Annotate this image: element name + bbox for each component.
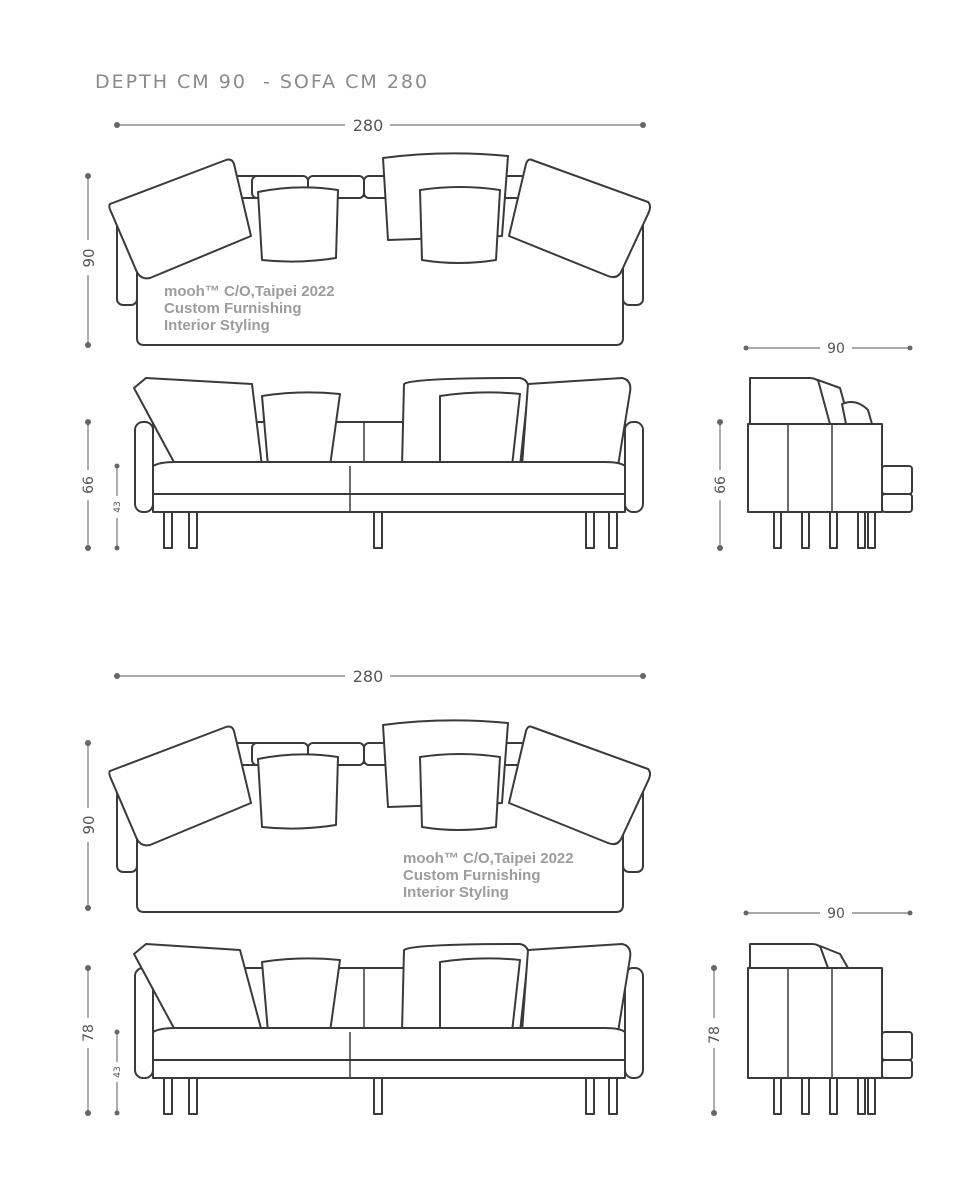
front-view-a bbox=[133, 377, 644, 549]
seat-height-dimension-b: 43 bbox=[113, 1029, 123, 1116]
watermark-line3-a: Interior Styling bbox=[164, 317, 270, 334]
plan-width-dimension-a: 280 bbox=[114, 116, 646, 135]
page-heading: DEPTH CM 90 - SOFA CM 280 bbox=[95, 71, 430, 93]
front-height-dimension-a: 66 bbox=[81, 419, 97, 551]
front-height-label-b: 78 bbox=[81, 1024, 97, 1042]
watermark-a: mooh™ C/O,Taipei 2022 Custom Furnishing … bbox=[164, 283, 335, 334]
plan-depth-dimension-b: 90 bbox=[80, 740, 98, 911]
side-depth-label-b: 90 bbox=[827, 906, 845, 922]
side-height-label-b: 78 bbox=[707, 1026, 723, 1044]
side-depth-dimension-b: 90 bbox=[743, 906, 913, 922]
seat-height-label-a: 43 bbox=[113, 501, 123, 512]
front-view-b bbox=[133, 943, 644, 1115]
watermark-line1-a: mooh™ C/O,Taipei 2022 bbox=[164, 283, 335, 300]
plan-width-label-b: 280 bbox=[353, 667, 384, 686]
plan-depth-label-a: 90 bbox=[80, 248, 98, 267]
plan-depth-dimension-a: 90 bbox=[80, 173, 98, 348]
front-height-dimension-b: 78 bbox=[81, 965, 97, 1116]
seat-height-label-b: 43 bbox=[113, 1066, 123, 1077]
side-height-dimension-a: 66 bbox=[713, 419, 729, 551]
side-height-label-a: 66 bbox=[713, 476, 729, 494]
side-depth-label-a: 90 bbox=[827, 341, 845, 357]
seat-height-dimension-a: 43 bbox=[113, 463, 123, 551]
watermark-line2-a: Custom Furnishing bbox=[164, 300, 302, 317]
variant-a: 280 90 mooh™ C/O,Taipei 2022 Custom Furn… bbox=[80, 116, 913, 551]
watermark-line2-b: Custom Furnishing bbox=[403, 867, 541, 884]
plan-depth-label-b: 90 bbox=[80, 815, 98, 834]
plan-width-dimension-b: 280 bbox=[114, 667, 646, 686]
watermark-line3-b: Interior Styling bbox=[403, 884, 509, 901]
front-height-label-a: 66 bbox=[81, 476, 97, 494]
watermark-b: mooh™ C/O,Taipei 2022 Custom Furnishing … bbox=[403, 850, 574, 901]
side-view-b bbox=[747, 943, 913, 1115]
watermark-line1-b: mooh™ C/O,Taipei 2022 bbox=[403, 850, 574, 867]
side-height-dimension-b: 78 bbox=[707, 965, 723, 1116]
side-view-a bbox=[747, 377, 913, 549]
side-depth-dimension-a: 90 bbox=[743, 341, 913, 357]
variant-b: 280 90 mooh™ C/O,Taipei 2022 Custom Furn… bbox=[80, 667, 913, 1116]
plan-view-b bbox=[108, 719, 652, 913]
plan-width-label-a: 280 bbox=[353, 116, 384, 135]
